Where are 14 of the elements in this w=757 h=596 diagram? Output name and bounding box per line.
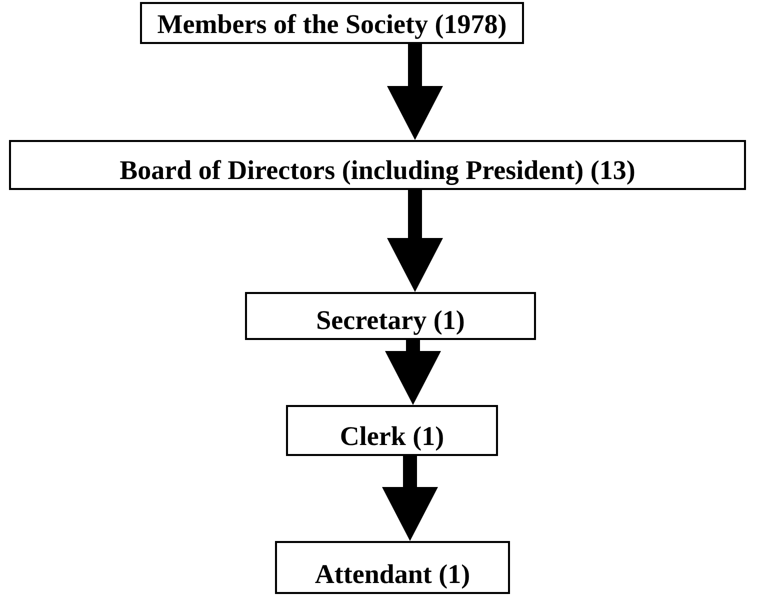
- arrow: [387, 190, 443, 292]
- process-box: [245, 292, 536, 340]
- box-label: Members of the Society (1978): [157, 11, 507, 41]
- arrow: [382, 456, 438, 541]
- process-box: [286, 405, 498, 456]
- process-box: [140, 2, 524, 44]
- arrow: [385, 340, 441, 405]
- box-label: Attendant (1): [314, 561, 470, 591]
- box-label: Secretary (1): [316, 307, 465, 337]
- arrow: [387, 44, 443, 140]
- process-box: [9, 140, 746, 190]
- box-label: Clerk (1): [340, 423, 444, 453]
- process-box: [275, 541, 510, 594]
- box-label: Board of Directors (including President) (13): [120, 157, 636, 187]
